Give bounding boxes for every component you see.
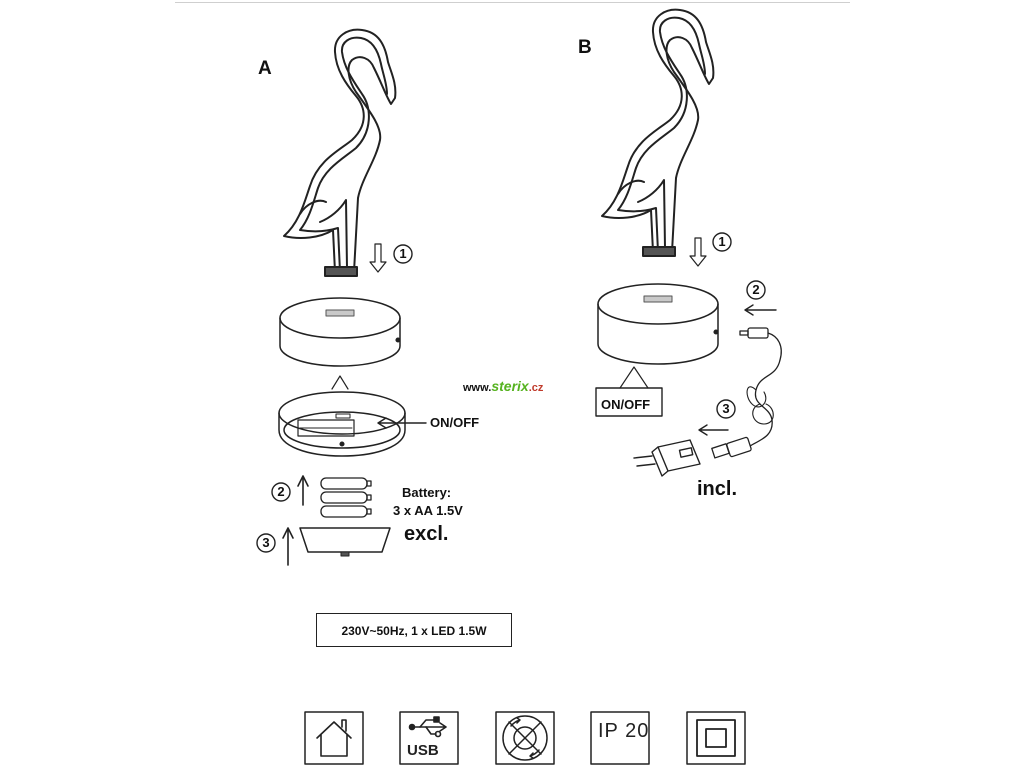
step-circle (256, 533, 276, 553)
base-bottom-open-a (278, 391, 406, 457)
ip-rating-label: IP 20 (598, 720, 650, 742)
icon-boxes (304, 711, 746, 765)
watermark: www.sterix.cz (463, 378, 543, 394)
step-circle (393, 244, 413, 264)
base-top-a (279, 297, 401, 367)
batteries (320, 477, 372, 518)
down-arrow-icon (689, 237, 707, 267)
step-number: 1 (718, 234, 726, 249)
step-circle (746, 280, 766, 300)
step-circle (716, 399, 736, 419)
flamingo-neon-b (601, 8, 715, 257)
step-number: 1 (399, 246, 407, 261)
left-arrow-icon (744, 304, 777, 316)
up-arrow-icon (297, 475, 309, 506)
usb-plug (711, 436, 752, 459)
watermark-tld: .cz (528, 382, 544, 394)
pointer-arrow (377, 417, 427, 429)
step-number: 3 (722, 401, 730, 416)
usb-icon-label: USB (407, 742, 439, 759)
section-a-label: A (258, 58, 272, 79)
base-b (597, 283, 719, 365)
onoff-label-a: ON/OFF (430, 415, 480, 430)
step-number: 2 (277, 484, 285, 499)
watermark-prefix: www. (463, 382, 492, 394)
up-arrow-icon (282, 527, 294, 566)
down-arrow-icon (369, 243, 387, 273)
step-number: 3 (262, 535, 270, 550)
light-beam (331, 375, 349, 390)
excluded-label: excl. (404, 523, 449, 545)
onoff-callout-box (595, 387, 663, 417)
included-label: incl. (697, 478, 738, 500)
battery-spec: 3 x AA 1.5V (393, 503, 463, 518)
onoff-label-b: ON/OFF (601, 397, 651, 412)
top-divider (175, 2, 850, 3)
indoor-use-icon (316, 719, 352, 757)
section-b-label: B (578, 37, 592, 58)
usb-icon (408, 716, 447, 738)
battery-label: Battery: (402, 485, 452, 500)
led-non-replaceable-icon (502, 715, 548, 761)
battery-cover (299, 527, 391, 553)
step-number: 2 (752, 282, 760, 297)
step-circle (712, 232, 732, 252)
step-circle (271, 482, 291, 502)
usb-power-adapter (633, 439, 701, 477)
dc-plug (739, 327, 782, 361)
watermark-brand: sterix (491, 378, 529, 394)
flamingo-neon-a (283, 28, 397, 277)
left-arrow-icon (698, 424, 729, 436)
protection-class-ii-icon (696, 719, 736, 757)
electrical-spec: 230V~50Hz, 1 x LED 1.5W (316, 613, 512, 647)
